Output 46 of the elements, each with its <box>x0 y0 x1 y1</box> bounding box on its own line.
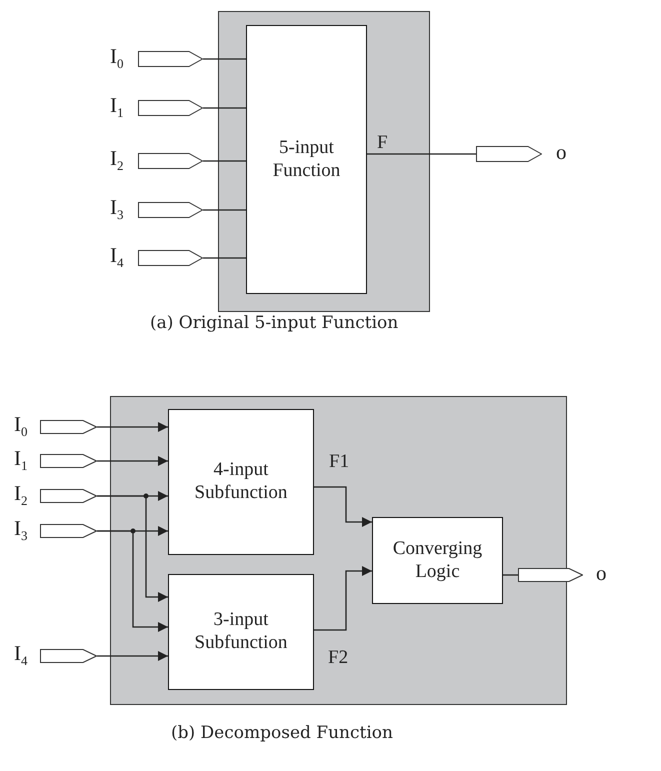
wire <box>203 257 246 259</box>
signal-label: I$_{3}$ <box>110 197 124 222</box>
caption: (b) Decomposed Function <box>171 723 393 743</box>
function-block: 5-input Function <box>246 25 367 294</box>
signal-label: I$_{4}$ <box>14 643 28 668</box>
circuit-panel <box>218 11 430 312</box>
port-symbol <box>40 489 97 503</box>
signal-label: I$_{2}$ <box>110 148 124 172</box>
port-symbol <box>138 100 203 116</box>
signal-label: I$_{2}$ <box>14 483 28 508</box>
signal-label: I$_{1}$ <box>110 95 124 120</box>
wire <box>203 160 246 162</box>
wire <box>203 107 246 109</box>
circuit-panel <box>110 396 567 705</box>
port-symbol <box>40 524 97 538</box>
port-symbol <box>40 454 97 468</box>
port-symbol <box>40 649 97 663</box>
arrow <box>97 456 168 466</box>
port-symbol <box>518 568 583 582</box>
arrow <box>97 495 168 602</box>
port-symbol <box>476 146 542 162</box>
function-block: 3-input Subfunction <box>168 574 314 690</box>
signal-label: I$_{1}$ <box>14 448 28 472</box>
port-symbol <box>40 420 97 434</box>
function-block: 4-input Subfunction <box>168 409 314 555</box>
signal-label: o <box>556 142 566 163</box>
arrow <box>97 651 168 661</box>
function-block: Converging Logic <box>372 517 503 604</box>
arrow <box>97 530 168 632</box>
caption: (a) Original 5-input Function <box>150 313 398 333</box>
port-symbol <box>138 250 203 266</box>
port-symbol <box>138 51 203 67</box>
signal-label: I$_{0}$ <box>14 414 28 438</box>
signal-label: I$_{3}$ <box>14 518 28 542</box>
arrow <box>97 422 168 432</box>
arrow <box>314 566 372 631</box>
port-symbol <box>138 202 203 218</box>
signal-label: I$_{0}$ <box>110 46 124 70</box>
port-symbol <box>138 153 203 169</box>
wire <box>367 153 476 155</box>
signal-label: I$_{4}$ <box>110 245 124 270</box>
wire <box>203 209 246 211</box>
wire <box>503 574 518 576</box>
wire <box>203 58 246 60</box>
signal-label: o <box>596 563 606 584</box>
arrow <box>314 486 372 527</box>
